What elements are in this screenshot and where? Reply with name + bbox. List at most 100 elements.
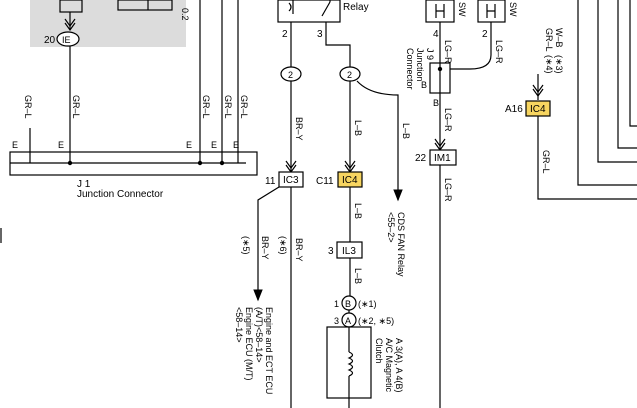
arrow-down-ie-2 — [64, 18, 76, 28]
pin-2-relay: 2 — [282, 29, 288, 40]
wire-label-l-b-2: L–B — [353, 203, 363, 219]
wire-label-lg-r-2: LG–R — [494, 40, 504, 64]
wire-label-br-y-3: BR–Y — [294, 238, 304, 262]
switch-right: SW — [477, 0, 518, 23]
pin-1-b: 1 — [334, 299, 339, 309]
switch-right-label: SW — [508, 2, 518, 17]
j1-node-4 — [219, 160, 225, 166]
pin-3-relay: 3 — [317, 29, 323, 40]
j1-pin-e-2: E — [58, 140, 64, 150]
j1-pin-e-1: E — [12, 140, 18, 150]
marker-5-a: (∗5) — [241, 236, 251, 255]
connector-im1 — [429, 149, 457, 166]
j1-pin-e-3: E — [186, 140, 192, 150]
wire-gr-l-r-down — [537, 116, 637, 200]
clutch-ref-2: A/C Magnetic — [384, 338, 394, 393]
wire-label-l-b-3: L–B — [353, 268, 363, 284]
arrow-im1-a — [434, 138, 446, 148]
j1-node-2 — [67, 160, 73, 166]
relay-label: Relay — [343, 2, 369, 13]
ac-magnetic-clutch — [326, 326, 372, 408]
switch-right-contact — [486, 4, 496, 18]
j9-name-1: Junction — [415, 48, 425, 82]
clutch-ref-3: Clutch — [374, 338, 384, 364]
junction-connector-j1: E E E E E J 1 Junction Connector — [9, 140, 258, 200]
splice-2-right-label: 2 — [347, 70, 352, 80]
marker-2-5: (∗2, ∗5) — [358, 316, 394, 326]
wire-label-gr-l-0: GR–L — [23, 95, 33, 119]
cds-ref-2: <55–2> — [386, 212, 396, 243]
j1-pin-e-5: E — [233, 140, 239, 150]
arrow-down-ie — [64, 22, 76, 32]
j1-node-3 — [197, 160, 203, 166]
pin-2-sw: 2 — [482, 29, 488, 40]
pin-3-a: 3 — [334, 316, 339, 326]
connector-ic4-c11-label: IC4 — [342, 175, 358, 186]
wire-label-lg-r-1: LG–R — [443, 40, 453, 64]
connector-ic3-label: IC3 — [283, 175, 299, 186]
wire-lg-r-2 — [445, 22, 492, 70]
wire-label-w-b: W–B — [554, 28, 564, 48]
marker-1: (∗1) — [358, 299, 377, 309]
wire-label-lg-r-4: LG–R — [443, 178, 453, 202]
cds-ref-1: CDS FAN Relay — [396, 212, 406, 277]
switch-left-label: SW — [457, 2, 467, 17]
switch-left-contact — [435, 4, 445, 18]
marker-6: (∗6) — [278, 236, 288, 255]
pin-3-il3: 3 — [328, 246, 334, 257]
engine-ecu-ref-4: <58–14> — [234, 307, 244, 343]
wire-label-l-b-cds: L–B — [401, 123, 411, 139]
j9-pin-b-1: B — [421, 80, 427, 90]
j9-pin-b-2: B — [433, 98, 439, 108]
wire-label-gr-l-3: GR–L — [223, 95, 233, 119]
clutch-coil — [347, 351, 354, 377]
splice-ie-label: IE — [62, 35, 71, 45]
marker-4: (∗4) — [544, 55, 554, 74]
relay-contact — [321, 0, 331, 17]
engine-ecu-ref-3: Engine ECU (M/T) — [244, 307, 254, 381]
connector-a-label: A — [345, 316, 351, 326]
wire-right-2 — [597, 0, 637, 163]
inner-box-left — [59, 0, 83, 13]
relay-coil — [288, 0, 294, 14]
engine-ecu-ref-2: (A/T)<58–14> — [254, 307, 264, 363]
splice-2-left-label: 2 — [288, 70, 293, 80]
wire-label-br-y-2: BR–Y — [260, 236, 270, 260]
clutch-ref-1: A 3(A), A 4(B) — [394, 338, 404, 393]
arrow-ic3-a — [285, 160, 297, 170]
shaded-component-area — [30, 0, 186, 47]
engine-ecu-ref-1: Engine and ECT ECU — [264, 307, 274, 394]
j1-name: Junction Connector — [77, 189, 164, 200]
wire-label-lg-r-3: LG–R — [443, 108, 453, 132]
splice-ie — [56, 31, 80, 47]
pin-label-0-2: 0.2 — [180, 8, 190, 21]
arrow-ic4-a — [344, 160, 356, 170]
j9-label: J 9 — [425, 48, 435, 60]
j1-label: J 1 — [77, 179, 91, 190]
pin-22: 22 — [415, 153, 427, 164]
wire-label-br-y-1: BR–Y — [294, 117, 304, 141]
switch-left: SW — [425, 0, 467, 23]
wire-label-gr-l-2: GR–L — [201, 95, 211, 119]
relay-box — [277, 0, 341, 23]
wire-ic3-left — [257, 186, 280, 300]
pin-11: 11 — [265, 176, 276, 187]
wire-label-gr-l-r: GR–L — [544, 28, 554, 52]
arrow-engine-ecu — [253, 289, 263, 302]
connector-il3-label: IL3 — [342, 246, 356, 257]
shaded-component: 0.2 — [30, 0, 190, 47]
wire-label-gr-l-1: GR–L — [71, 95, 81, 119]
wire-right-4 — [629, 0, 637, 127]
connector-b-label: B — [345, 299, 351, 309]
j1-pin-e-4: E — [211, 140, 217, 150]
wire-label-l-b-1: L–B — [353, 120, 363, 136]
relay-component: Relay — [277, 0, 369, 23]
wire-right-3 — [617, 0, 637, 149]
wire-l-b-cds — [356, 80, 399, 200]
pin-a16: A16 — [505, 104, 523, 115]
pin-20: 20 — [44, 35, 56, 46]
inner-box-right — [117, 0, 173, 11]
wire-right-1 — [577, 0, 637, 186]
pin-4-sw: 4 — [433, 29, 439, 40]
